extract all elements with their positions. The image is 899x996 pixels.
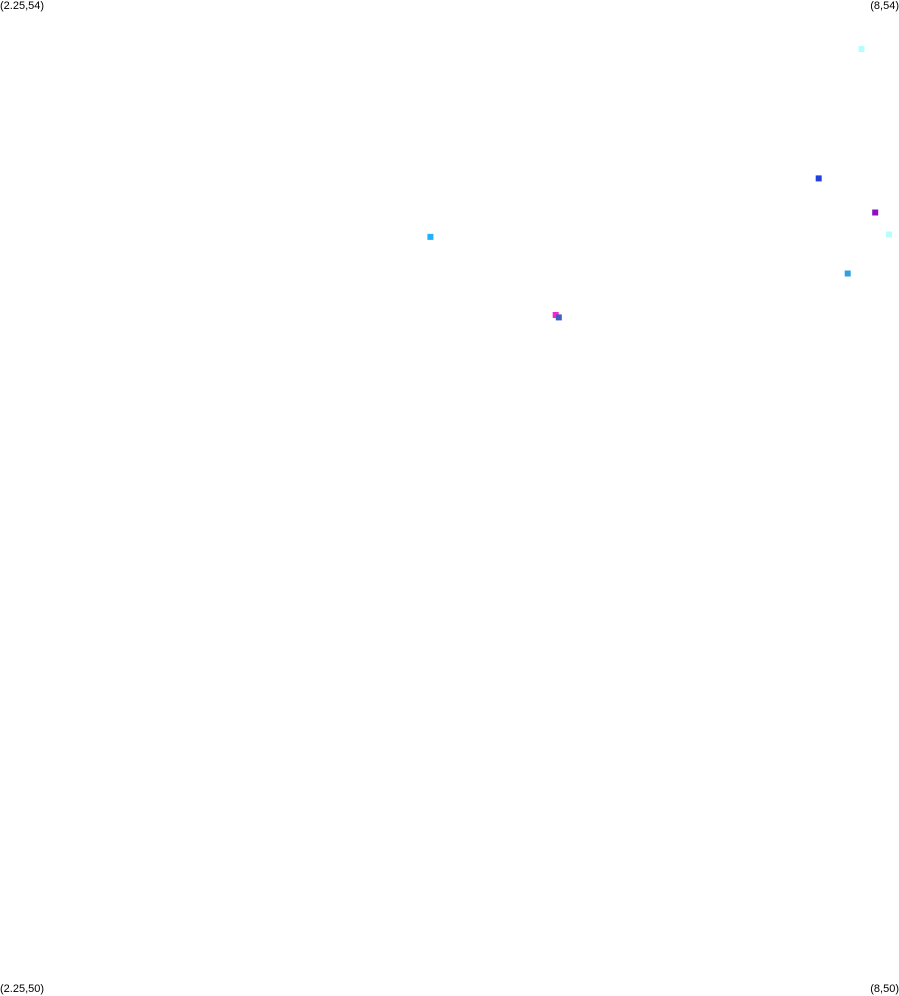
corner-label-bottom-right: (8,50) [870,983,899,995]
scatter-point-5 [886,231,892,238]
points-layer [427,46,892,321]
corner-label-top-right: (8,54) [870,0,899,12]
scatter-point-6 [844,270,851,277]
corner-label-bottom-left: (2.25,50) [0,983,45,995]
scatter-point-1 [858,46,865,52]
scatter-point-3 [872,209,879,216]
scatter-point-7 [552,312,559,318]
scatter-point-8 [555,314,562,321]
scatter-point-4 [427,233,434,240]
corner-label-top-left: (2.25,54) [0,0,45,12]
scatter-point-2 [815,175,822,182]
